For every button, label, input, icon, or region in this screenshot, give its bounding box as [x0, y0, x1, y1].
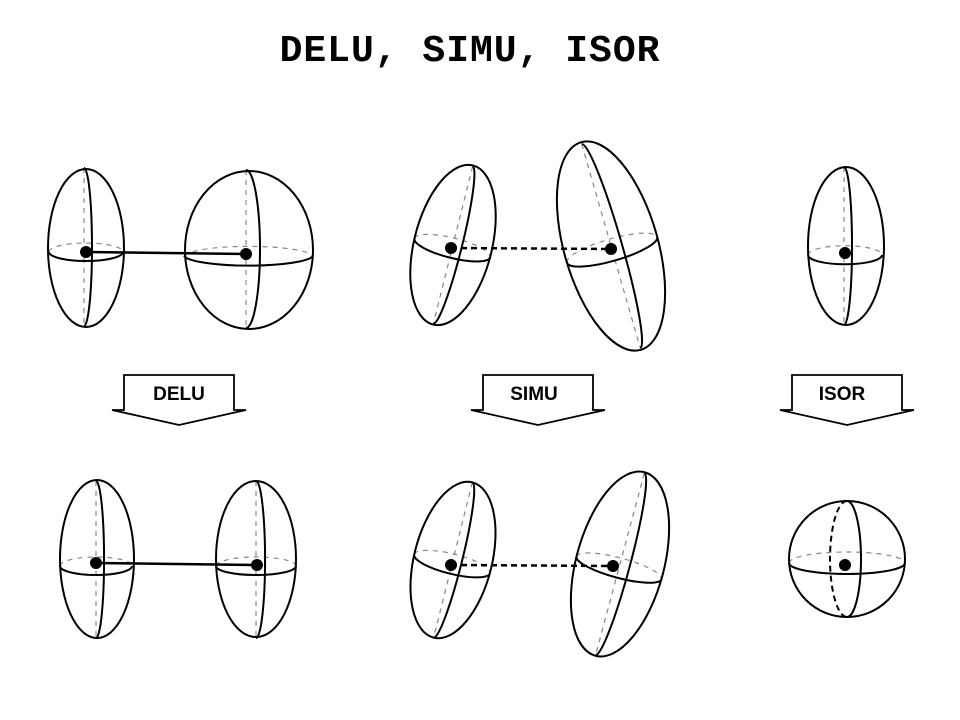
simu-arrow: SIMU	[470, 374, 606, 426]
simu-after-bond	[450, 563, 614, 568]
simu-after-right-ellipsoid	[569, 470, 671, 658]
page-title: DELU, SIMU, ISOR	[279, 30, 661, 73]
simu-after-left-atom	[445, 559, 457, 571]
delu-before-left-atom	[80, 246, 92, 258]
simu-before-right-ellipsoid	[555, 140, 667, 352]
isor-after-atom	[839, 559, 851, 571]
delu-arrow: DELU	[111, 374, 247, 426]
delu-before-right-atom	[240, 248, 252, 260]
delu-after-left-atom	[90, 557, 102, 569]
simu-before-right-atom	[605, 243, 617, 255]
delu-arrow-label: DELU	[153, 384, 205, 405]
isor-arrow-label: ISOR	[819, 384, 866, 405]
delu-after-bond	[95, 561, 258, 567]
simu-before-bond	[450, 246, 612, 251]
simu-before-left-atom	[445, 242, 457, 254]
isor-before-atom	[839, 247, 851, 259]
simu-arrow-label: SIMU	[510, 384, 558, 405]
delu-after-right-ellipsoid	[215, 480, 297, 639]
delu-before-right-ellipsoid	[183, 169, 314, 330]
isor-after-sphere	[788, 500, 906, 618]
simu-after-right-atom	[607, 560, 619, 572]
delu-before-bond	[85, 250, 247, 256]
delu-after-right-atom	[251, 559, 263, 571]
isor-before-ellipsoid	[807, 166, 885, 326]
isor-arrow: ISOR	[779, 374, 915, 426]
delu-before-left-ellipsoid	[47, 167, 125, 328]
